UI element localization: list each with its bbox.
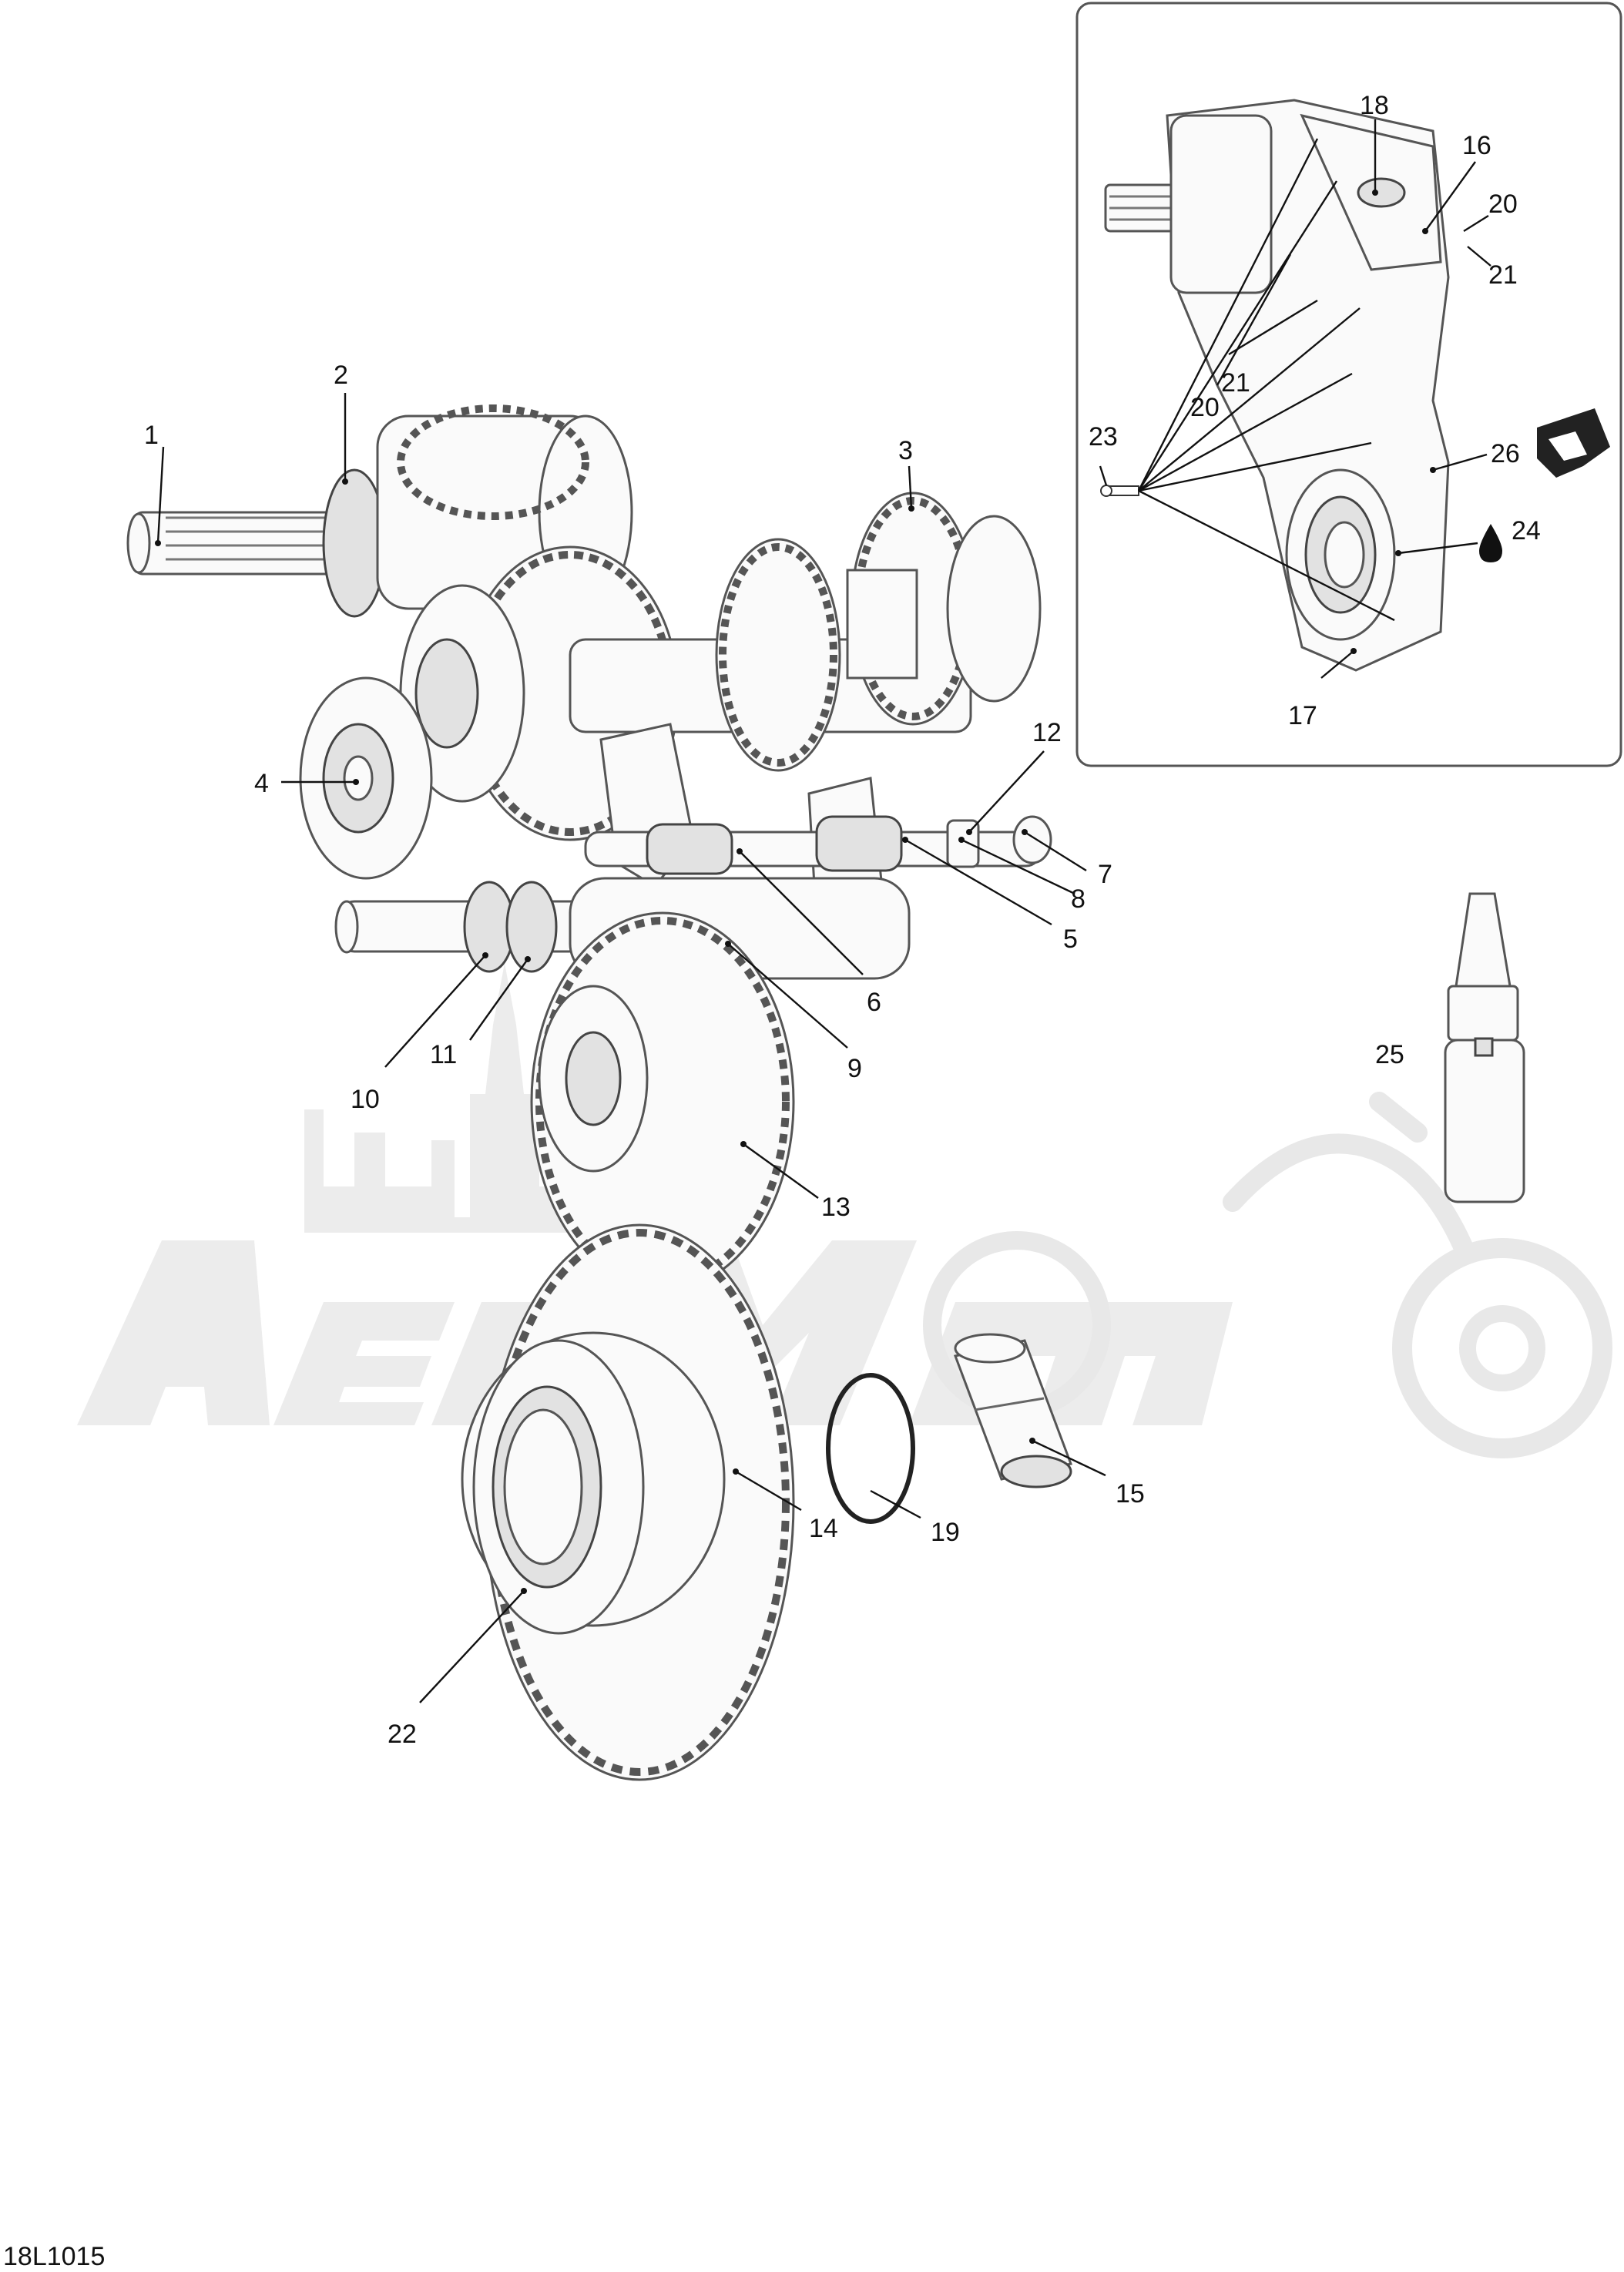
callout-22: 22	[388, 1720, 417, 1749]
oil-bottle-25	[1444, 892, 1525, 1203]
callout-11: 11	[430, 1040, 457, 1069]
gear-train-drawing	[126, 404, 1073, 1781]
callout-4: 4	[254, 769, 269, 798]
callout-21: 21	[1488, 260, 1518, 290]
callout-16: 16	[1462, 131, 1491, 160]
callout-17: 17	[1288, 701, 1317, 730]
bearing-2	[322, 468, 387, 618]
callout-18: 18	[1360, 91, 1389, 120]
callout-7: 7	[1098, 860, 1112, 889]
callout-23: 23	[1089, 422, 1118, 451]
spline-shaft	[126, 511, 352, 576]
callout-19: 19	[931, 1518, 960, 1547]
diagram-code: 18L1015	[3, 2242, 105, 2271]
inset-panel	[1075, 2, 1622, 767]
callout-5: 5	[1063, 925, 1078, 954]
callout-14: 14	[809, 1514, 838, 1543]
callout-20-inset: 20	[1190, 393, 1220, 422]
callout-21-inset: 21	[1221, 368, 1250, 398]
leader-lines	[155, 119, 1491, 1703]
callout-9: 9	[847, 1054, 862, 1083]
callout-20: 20	[1488, 190, 1518, 219]
oil-drop-icon	[1479, 524, 1502, 562]
selector-rod	[584, 815, 1052, 875]
gear-3-cluster	[715, 492, 1042, 772]
callout-15: 15	[1116, 1479, 1145, 1509]
callout-13: 13	[821, 1193, 851, 1222]
screw-23	[1100, 485, 1139, 497]
o-ring-19	[826, 1373, 915, 1524]
bearing-4	[299, 676, 433, 880]
gear-13	[530, 911, 795, 1292]
bearing-22	[472, 1339, 645, 1635]
callout-6: 6	[867, 988, 881, 1017]
callout-25: 25	[1375, 1040, 1404, 1069]
callout-labels: 1 2 3 4 5 6 7 8 9 10 11 12 13 14 15 16 1…	[144, 91, 1541, 1749]
callout-8: 8	[1071, 884, 1085, 914]
housing-assembly-drawing	[1104, 99, 1450, 672]
sealant-icon	[1537, 408, 1610, 478]
callout-24: 24	[1512, 516, 1541, 545]
callout-12: 12	[1032, 718, 1062, 747]
callout-3: 3	[898, 436, 913, 465]
callout-1: 1	[144, 421, 159, 450]
callout-10: 10	[351, 1085, 380, 1114]
callout-2: 2	[334, 361, 348, 390]
callout-26: 26	[1491, 439, 1520, 468]
